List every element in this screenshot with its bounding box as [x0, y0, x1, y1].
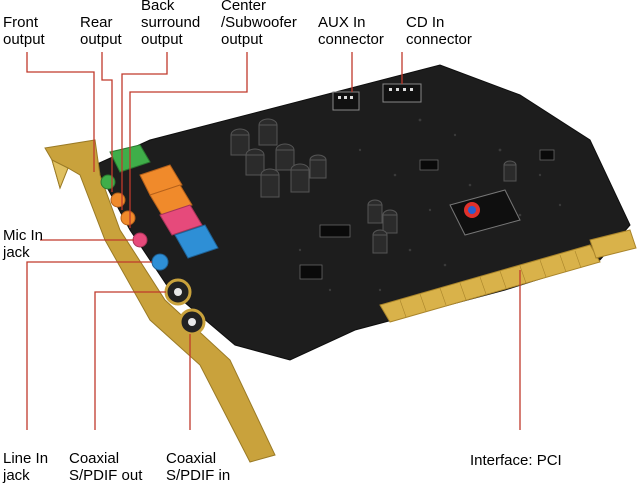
leader-lines: [26, 52, 521, 430]
back-surround-leader: [121, 52, 168, 210]
center-subwoofer-leader: [129, 52, 248, 228]
label-line-in-jack: Line In jack: [3, 450, 49, 484]
small-components: [299, 149, 555, 280]
label-mic-in-jack: Mic In jack: [3, 227, 44, 261]
back-surround-jack: [120, 210, 136, 226]
header-connectors: [332, 83, 422, 111]
label-coaxial-spdif-in: Coaxial S/PDIF in: [166, 450, 231, 484]
label-coaxial-spdif-out: Coaxial S/PDIF out: [69, 450, 143, 484]
line-in-leader: [26, 261, 152, 430]
mic-in-jack: [132, 232, 148, 248]
front-output-jack: [100, 174, 116, 190]
label-interface-pci: Interface: PCI: [470, 452, 562, 469]
label-rear-output: Rear output: [80, 14, 122, 48]
label-cd-in-connector: CD In connector: [406, 14, 472, 48]
rear-output-leader: [101, 52, 113, 192]
label-center-subwoofer-output: Center /Subwoofer output: [221, 0, 297, 48]
line-in-jack: [151, 253, 169, 271]
pcb-texture: [298, 118, 562, 292]
rear-output-jack: [110, 192, 126, 208]
coaxial-out-leader: [94, 291, 166, 430]
label-back-surround-output: Back surround output: [141, 0, 201, 48]
front-output-leader: [26, 52, 95, 172]
pci-contacts: [399, 250, 582, 318]
chip-icon: [449, 189, 521, 236]
label-aux-in-connector: AUX In connector: [318, 14, 384, 48]
logo-icon: [464, 202, 480, 218]
capacitor-icon: [230, 118, 517, 254]
label-front-output: Front output: [3, 14, 45, 48]
rca-jack-icon: [164, 278, 206, 336]
pci-edge-connector: [379, 244, 601, 323]
